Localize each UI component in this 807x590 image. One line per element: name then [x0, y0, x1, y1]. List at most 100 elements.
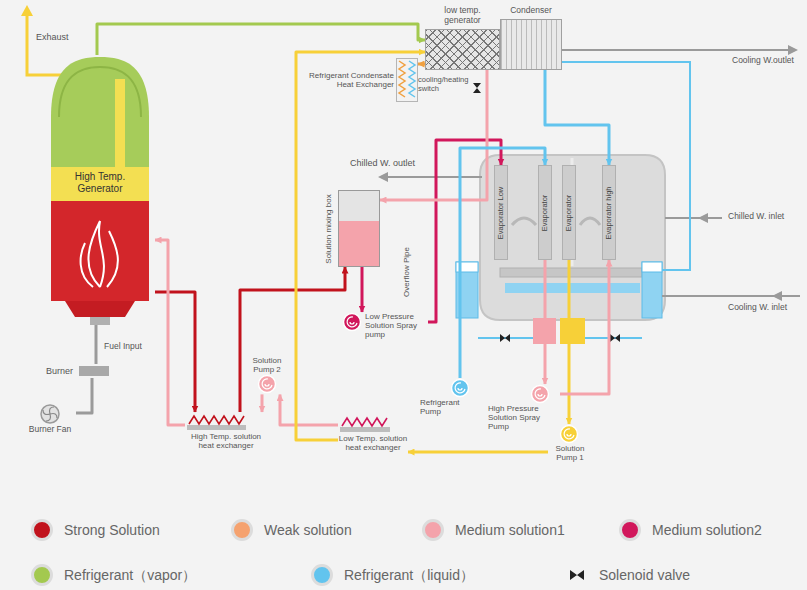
pipe-connector	[361, 267, 364, 312]
flow-arrow	[378, 172, 388, 182]
label-column: Solution mixing box	[322, 190, 336, 267]
flue	[115, 79, 125, 167]
switch-valve	[473, 83, 481, 93]
legend-swatch	[231, 519, 253, 541]
solenoid-valve	[610, 334, 620, 342]
part-label: Refrigerant Pump	[420, 398, 472, 416]
plain-label: Exhaust	[36, 32, 69, 42]
pipe-connector	[408, 451, 548, 454]
tube-bundle	[500, 268, 642, 277]
legend-swatch	[311, 564, 333, 586]
solution-pump: Solution Pump 2	[246, 356, 288, 394]
evaporator-section: Evaporator	[538, 165, 552, 260]
exchanger-coil	[399, 61, 405, 97]
part-label: Burner	[46, 366, 73, 376]
plain-label: Cooling W. inlet	[728, 303, 787, 313]
flame	[81, 221, 118, 287]
flow-arrow	[698, 213, 708, 223]
exchanger-plate	[340, 427, 390, 432]
high-temp-generator: High Temp. Generator	[45, 55, 155, 325]
flow-arrow	[788, 45, 798, 55]
part-label: Refrigerant Condensate Heat Exchanger	[302, 71, 394, 89]
valve-bowtie	[570, 570, 584, 580]
plain-label: Chilled W. inlet	[728, 212, 784, 222]
pipe-connector	[97, 24, 425, 55]
mixing-box	[338, 190, 380, 267]
legend-text: Refrigerant（liquid）	[344, 567, 474, 583]
pump-impeller	[564, 429, 574, 439]
burner: Burner	[46, 364, 111, 378]
exhaust-arrow	[21, 5, 33, 16]
burner-body	[79, 366, 109, 376]
legend-swatch	[31, 519, 53, 541]
solution-mixing-box: Solution mixing box	[322, 190, 380, 267]
pipe-connector	[460, 148, 545, 378]
section-label: Evaporator Low	[497, 186, 506, 239]
part-label: Condenser	[500, 6, 562, 16]
section-label: Evaporator	[541, 194, 550, 231]
heat-exchanger: High Temp. solution heat exchanger	[185, 412, 267, 450]
pipe-connector	[261, 394, 264, 412]
low-temp-generator: low temp. generator	[425, 6, 500, 70]
exchanger-coils	[396, 58, 418, 102]
exchanger-icon	[338, 414, 408, 434]
plain-label: cooling/heating switch	[418, 76, 470, 93]
solution-sump	[560, 318, 585, 344]
fan-blades	[43, 407, 57, 421]
pump-impeller	[455, 383, 465, 393]
pipe-connector	[560, 260, 609, 394]
vapor-dome	[51, 57, 149, 167]
pump-impeller	[262, 379, 272, 389]
pump-body	[452, 380, 469, 397]
part-label: High Pressure Solution Spray Pump	[488, 404, 560, 432]
chilled-water-tube	[512, 218, 600, 225]
generator-tube-box	[425, 29, 500, 70]
pump-body	[532, 386, 549, 403]
spray-pump: Low Pressure Solution Spray pump	[342, 312, 428, 340]
legend-swatch	[619, 519, 641, 541]
part-label: Solution mixing box	[324, 194, 333, 263]
fan-icon	[24, 403, 76, 425]
exchanger-frame	[397, 59, 418, 102]
generator-band	[51, 167, 149, 201]
part-label: Solution Pump 1	[548, 444, 592, 462]
legend-text: Refrigerant（vapor）	[64, 567, 196, 583]
exchanger-coil	[409, 61, 415, 97]
solenoid-valve	[500, 334, 510, 342]
plain-label: Overflow Pipe	[402, 247, 411, 297]
pump-impeller	[347, 317, 357, 327]
plain-label: Chilled W. outlet	[350, 158, 415, 168]
evaporator-section: Evaporator high	[602, 165, 616, 260]
evaporator-section: Evaporator Low	[494, 165, 508, 260]
plain-label: Fuel Input	[104, 342, 142, 352]
section-label: Evaporator	[565, 194, 574, 231]
legend-text: Solenoid valve	[599, 567, 690, 583]
exchanger-coil	[342, 418, 387, 426]
solution-pump: Solution Pump 1	[548, 424, 592, 462]
pipe-connector	[418, 63, 425, 66]
combustion-chamber	[51, 201, 149, 301]
pipe-connector	[76, 378, 92, 413]
legend-text: Strong Solution	[64, 522, 160, 538]
section-label: Evaporator high	[605, 186, 614, 239]
pipe-connector	[568, 260, 571, 424]
condenser-box	[500, 19, 562, 70]
refrigerant-pool	[505, 283, 640, 293]
pump-icon	[246, 374, 288, 394]
evaporator-absorber-shell	[480, 155, 665, 320]
legend-swatch	[422, 519, 444, 541]
condenser: Condenser	[500, 6, 562, 70]
pump-icon	[548, 424, 592, 444]
solenoid-valve-symbol	[569, 569, 585, 581]
chilled-water-out-pipe	[386, 176, 482, 178]
cooling-water-pipe	[562, 62, 690, 270]
refrigerant-pump: Refrigerant Pump	[420, 378, 472, 416]
refrigerant-heat-exchanger: Refrigerant Condensate Heat Exchanger	[302, 58, 418, 102]
part-label: Burner Fan	[24, 425, 76, 435]
pipe-connector	[545, 70, 609, 165]
flow-arrow	[772, 291, 782, 301]
plain-label: Cooling W.outlet	[732, 56, 794, 66]
cooling-tower-right	[642, 262, 662, 318]
spray-pump: High Pressure Solution Spray Pump	[488, 384, 560, 432]
